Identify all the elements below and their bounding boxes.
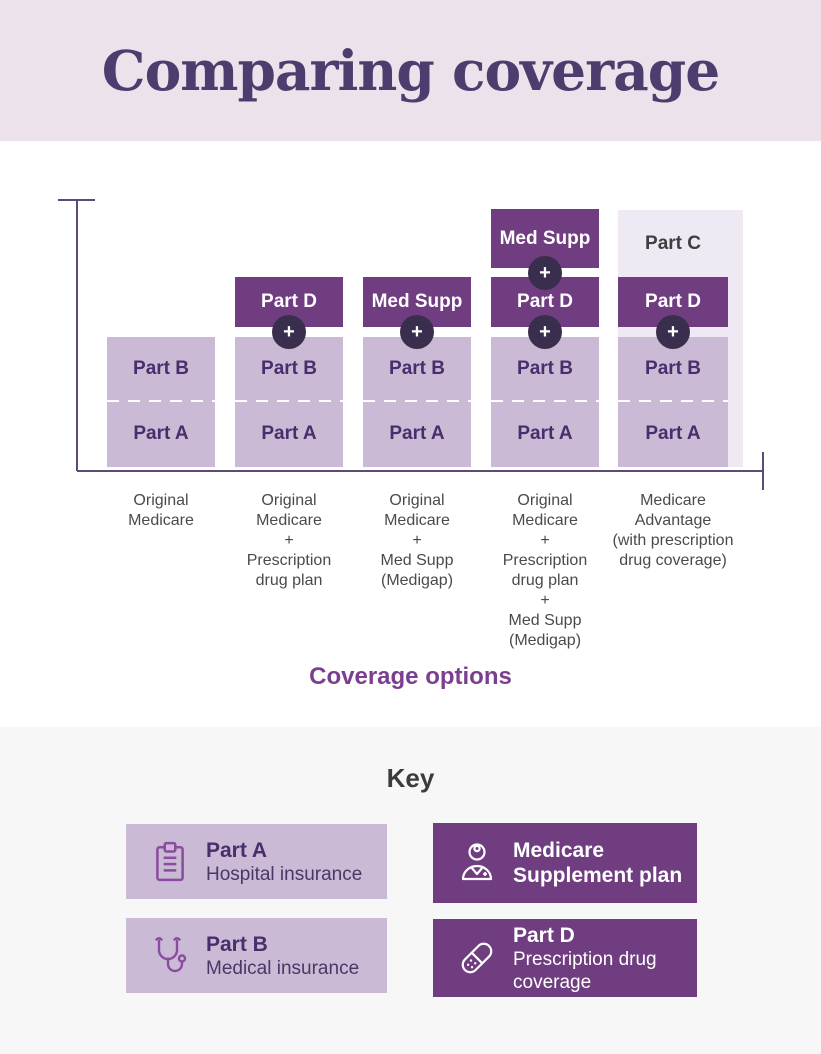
block-part-b-label: Part B [389,358,445,379]
title-banner: Comparing coverage [0,0,821,141]
part-c-label: Part C [645,232,701,254]
label-line: + [540,532,550,549]
plus-badge: + [400,315,434,349]
dashed-divider [235,400,343,402]
clipboard-icon [150,840,190,884]
block-part-a-label: Part A [645,422,701,444]
block-part-b-label: Part B [517,358,573,379]
label-line: Original [517,492,573,509]
label-line: Med Supp [508,612,582,629]
legend-subtitle: Prescription drug coverage [513,948,657,993]
block-part-a-label: Part A [261,422,317,444]
legend-text: Medicare Supplement plan [513,838,697,888]
dashed-divider [107,400,215,402]
block-label: Med Supp [499,227,591,249]
dashed-divider [491,400,599,402]
label-line: Medicare [384,512,450,529]
pill-icon [457,936,497,980]
label-line: Prescription [502,552,588,569]
label-line: Medicare [512,512,578,529]
legend-item-medicare-supplement-plan: Medicare Supplement plan [433,823,697,903]
doctor-icon [457,841,497,885]
plus-badge: + [656,315,690,349]
label-line: + [284,532,294,549]
label-line: Medicare [640,492,706,509]
legend-title: Part D [513,923,575,947]
label-line: Original [389,492,445,509]
x-axis-end-tick [762,452,764,490]
label-line: + [540,592,550,609]
key-heading: Key [386,763,435,793]
block-part-b-label: Part B [133,358,189,379]
part-b-part-a-block: Part B Part A [107,337,215,467]
part-b-part-a-block: Part B Part A [363,337,471,467]
plus-badge: + [528,315,562,349]
label-line: drug plan [511,572,579,589]
dashed-divider [363,400,471,402]
label-line: (Medigap) [380,572,454,589]
label-line: drug coverage) [619,552,727,569]
block-part-a-label: Part A [133,422,189,444]
block-label: Part D [517,291,573,312]
label-line: Medicare [128,512,194,529]
page-title: Comparing coverage [101,38,720,103]
label-line: (Medigap) [508,632,582,649]
stethoscope-icon [150,934,190,978]
axis-title: Coverage options [309,663,512,690]
block-part-b-label: Part B [645,358,701,379]
dashed-divider [618,400,728,402]
label-line: Advantage [634,512,712,529]
plus-badge: + [528,255,562,290]
legend-title: Part B [206,932,268,956]
block-part-b-label: Part B [261,358,317,379]
part-b-part-a-block: Part B Part A [235,337,343,467]
block-part-a-label: Part A [389,422,445,444]
part-b-part-a-block: Part B Part A [618,337,728,467]
block-label: Part D [645,291,701,312]
legend-title: Medicare Supplement plan [513,839,683,887]
label-line: Medicare [256,512,322,529]
plus-badge: + [272,315,306,349]
label-line: (with prescription [612,532,734,549]
label-line: Med Supp [380,552,454,569]
y-axis [76,199,78,471]
x-axis [77,470,763,472]
block-label: Part D [261,291,317,312]
legend-subtitle: Hospital insurance [206,863,363,885]
block-label: Med Supp [371,291,463,312]
label-line: + [412,532,422,549]
label-line: Original [261,492,317,509]
legend-title: Part A [206,838,268,862]
label-line: drug plan [255,572,323,589]
label-line: Original [133,492,189,509]
label-line: Prescription [246,552,332,569]
part-b-part-a-block: Part B Part A [491,337,599,467]
legend-subtitle: Medical insurance [206,957,360,979]
block-part-a-label: Part A [517,422,573,444]
